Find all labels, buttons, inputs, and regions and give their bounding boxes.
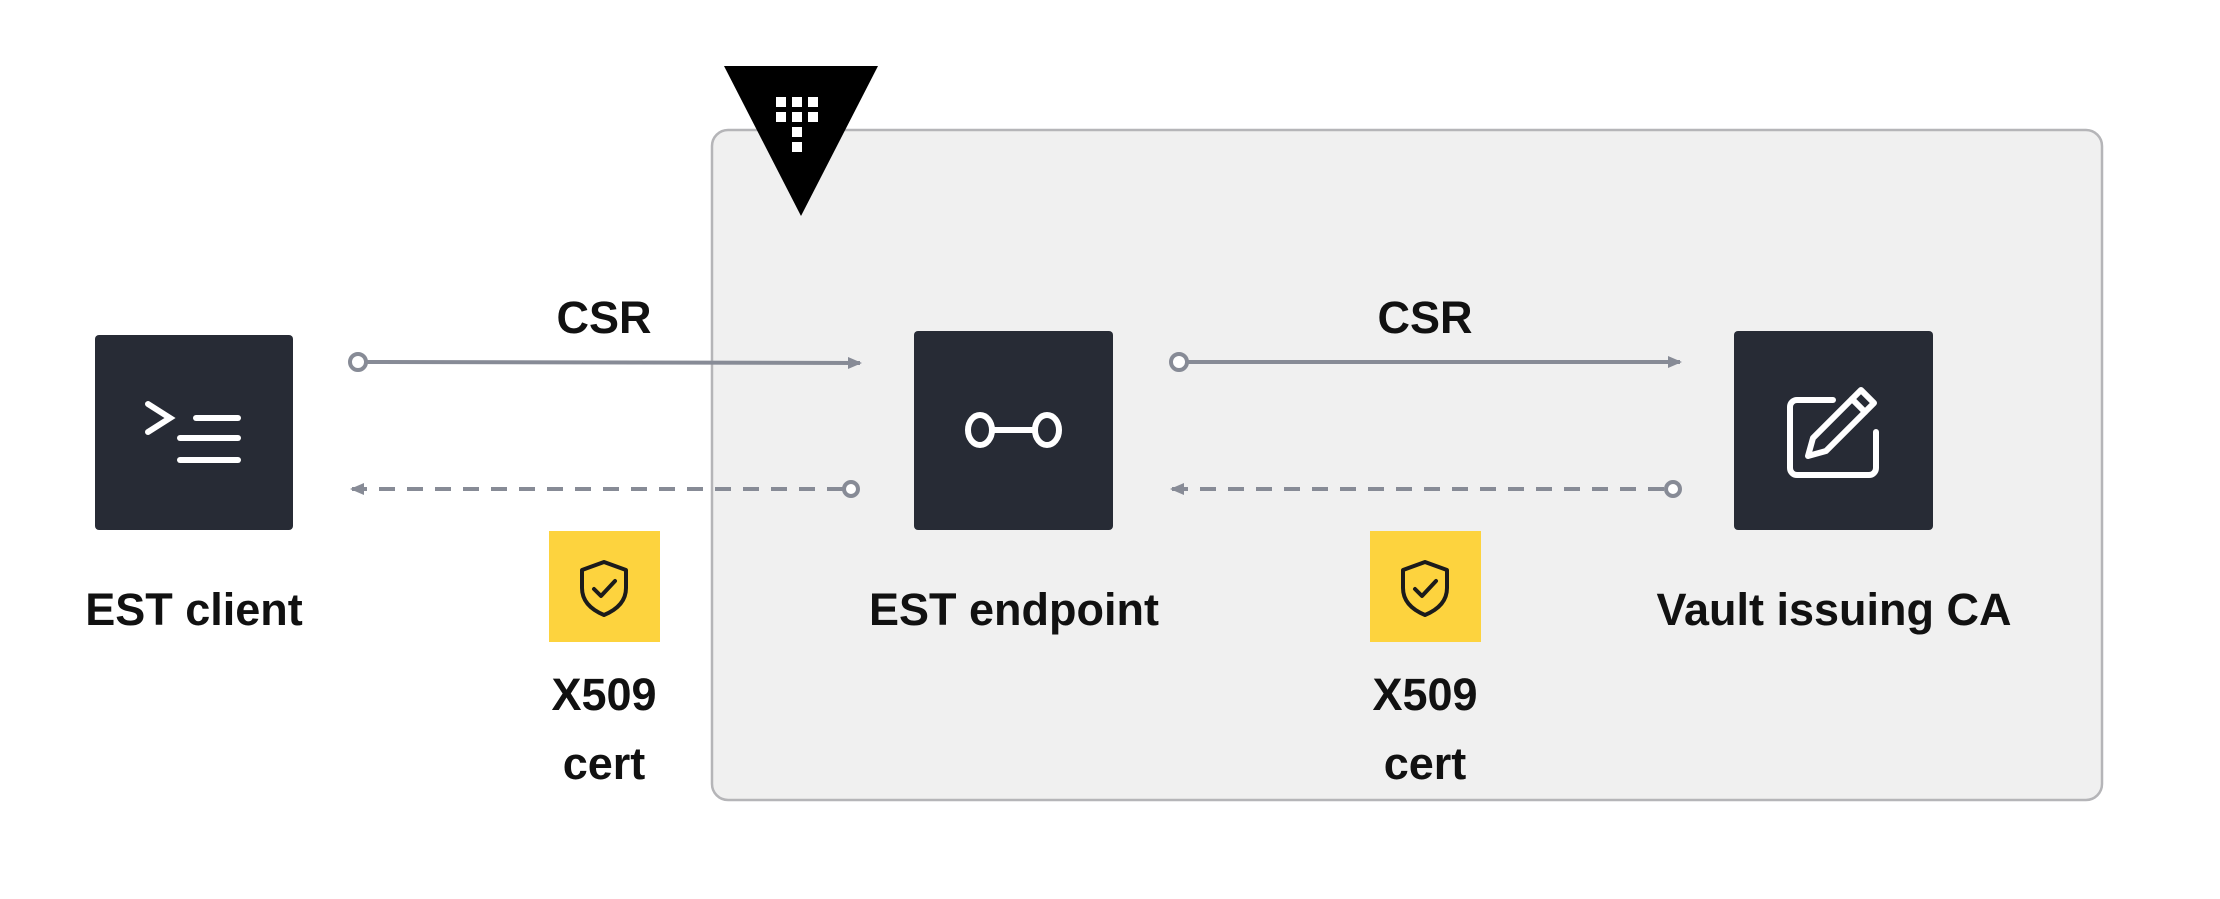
shield-check-icon [1401, 560, 1449, 617]
edit-icon [1787, 387, 1879, 478]
cert-label-1-line2: cert [563, 738, 646, 789]
node-label-est-client: EST client [85, 584, 303, 635]
vault-region [710, 128, 2104, 802]
cert-label-2-line1: X509 [1372, 669, 1477, 720]
cert-label-1-line1: X509 [551, 669, 656, 720]
csr-arrow-1 [348, 352, 862, 372]
terminal-icon [145, 401, 241, 463]
endpoint-icon [965, 412, 1062, 448]
cert-badge-1 [549, 531, 660, 642]
vault-logo-icon [724, 66, 878, 216]
node-est-endpoint [914, 331, 1113, 530]
csr-label-2: CSR [1377, 292, 1472, 343]
cert-return-arrow-2 [1170, 480, 1682, 498]
shield-check-icon [580, 560, 628, 617]
node-est-client [95, 335, 293, 530]
csr-arrow-2 [1169, 352, 1682, 372]
node-label-vault-issuing-ca: Vault issuing CA [1656, 584, 2011, 635]
node-vault-issuing-ca [1734, 331, 1933, 530]
cert-return-arrow-1 [350, 480, 860, 498]
cert-label-2-line2: cert [1384, 738, 1467, 789]
csr-label-1: CSR [556, 292, 651, 343]
cert-badge-2 [1370, 531, 1481, 642]
node-label-est-endpoint: EST endpoint [869, 584, 1159, 635]
